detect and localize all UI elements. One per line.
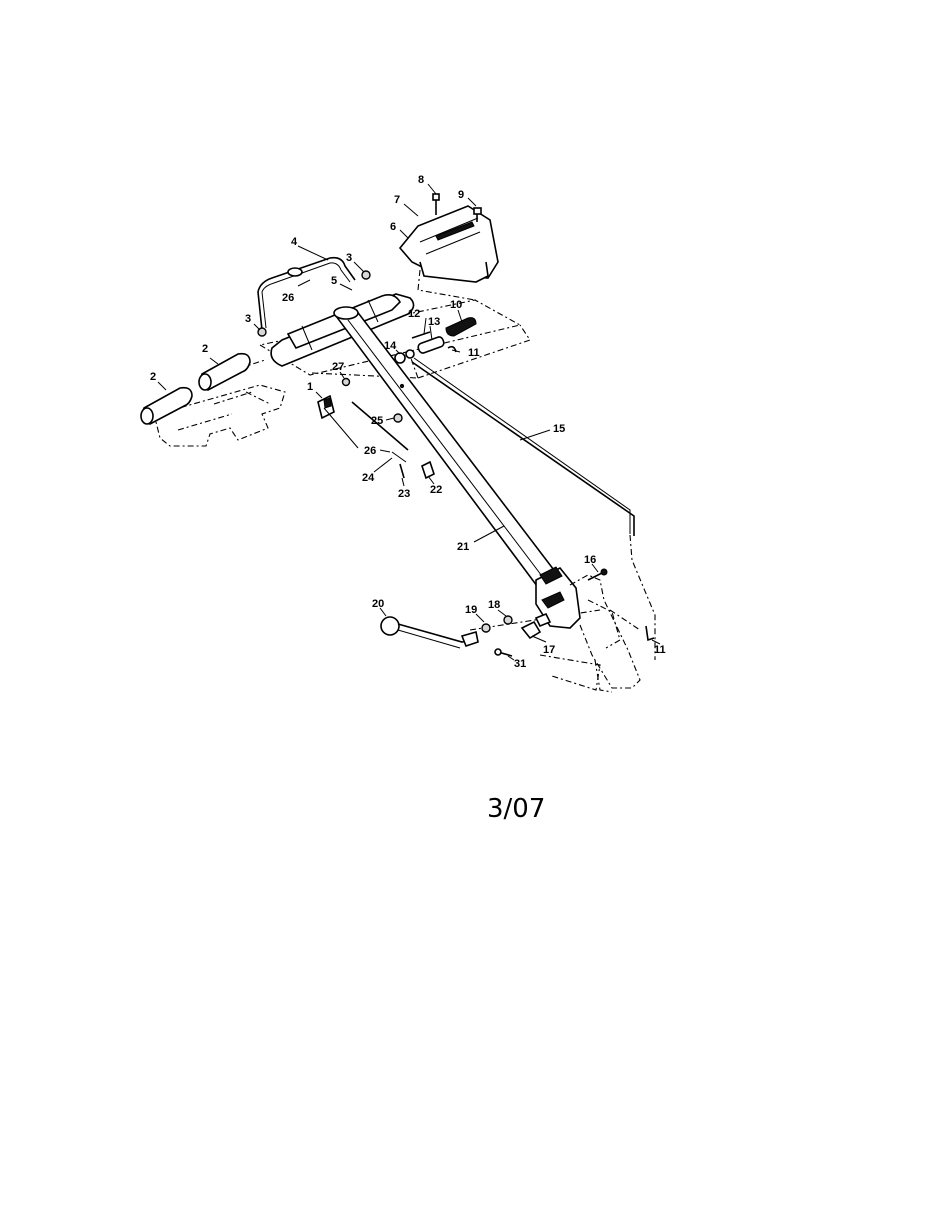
part-25-washer [393,413,403,423]
callout-31: 31 [514,658,526,670]
callout-10: 10 [450,299,462,311]
part-15-control-rod [411,357,635,536]
part-26-rod-lower [351,401,409,451]
part-2-grip-right [198,352,251,391]
part-1-latch [317,394,359,449]
callout-11-lower: 11 [654,644,666,656]
callout-2-right: 2 [202,343,208,355]
part-22-bracket [421,460,435,480]
callout-18: 18 [488,599,500,611]
callout-4: 4 [291,236,298,248]
part-6-control-cover [398,205,499,283]
callout-19: 19 [465,604,477,616]
callout-23: 23 [398,488,410,500]
part-21-handle-tube [333,306,562,592]
part-14-spacer [394,349,415,364]
callout-17: 17 [543,644,555,656]
handle-lower-bracket [535,566,581,629]
callout-24: 24 [362,472,375,484]
part-13-bushing [417,336,445,354]
callout-3-upper: 3 [346,252,352,264]
callout-3-lower: 3 [245,313,251,325]
date-code: 3/07 [487,794,545,824]
part-4-loop-bar [257,256,356,331]
callout-labels: 8 9 7 6 4 3 5 26 3 10 12 13 14 11 2 2 27… [150,174,666,670]
part-8-screw [432,193,440,215]
callout-8: 8 [418,174,424,186]
part-16-bolt [587,568,608,581]
callout-20: 20 [372,598,384,610]
callout-2-left: 2 [150,371,156,383]
part-17-plate [520,612,552,640]
callout-26-upper: 26 [282,292,294,304]
part-18-washer [503,615,513,625]
callout-9: 9 [458,189,464,201]
part-11-clip-lower [645,625,655,642]
callout-11-upper: 11 [468,347,480,359]
part-23-bolt [399,463,405,479]
part-31-bolt [494,648,513,657]
callout-15: 15 [553,423,565,435]
part-2-grip-left [140,386,193,425]
callout-16: 16 [584,554,596,566]
part-12-pin [411,331,431,339]
part-10-spring [445,317,477,337]
part-19-nut [481,623,491,633]
part-24-spring-clip [391,451,407,463]
phantom-tiller-frame [569,574,641,693]
part-27-nut [341,377,351,387]
callout-7: 7 [394,194,400,206]
callout-13: 13 [428,316,440,328]
part-3-nut-right [361,270,371,280]
callout-26-lower: 26 [364,445,376,457]
leader-lines [157,183,661,661]
callout-25: 25 [371,415,383,427]
callout-6: 6 [390,221,396,233]
callout-5: 5 [331,275,337,287]
callout-22: 22 [430,484,442,496]
callout-27: 27 [332,361,344,373]
callout-21: 21 [457,541,469,553]
part-9-screw [473,207,482,222]
callout-1: 1 [307,381,313,393]
part-20-shift-lever [380,616,479,649]
callout-12: 12 [408,308,420,320]
callout-14: 14 [384,340,397,352]
